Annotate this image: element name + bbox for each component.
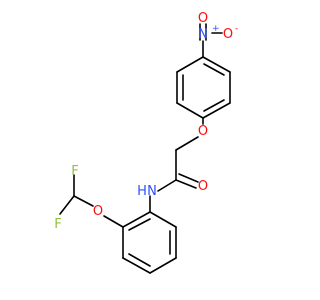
nitro-nitrogen-charge: + xyxy=(212,24,220,34)
bond-chf2-f2 xyxy=(59,195,75,215)
bond-co-double-b xyxy=(178,173,199,183)
amide-nitrogen-label: N xyxy=(147,184,157,199)
bond-co-n xyxy=(157,179,177,192)
fluorine-upper-label: F xyxy=(71,164,78,179)
bond-ether-o-ch2 xyxy=(175,136,199,151)
nitro-oxygen-right-label: O xyxy=(223,27,233,42)
ring1-inner-2 xyxy=(203,99,225,112)
nitro-oxygen-right-charge: - xyxy=(235,24,238,34)
amide-hydrogen-label: H xyxy=(137,184,147,199)
ether-oxygen-label: O xyxy=(198,124,208,139)
molecule-svg: O N + O - O O H N O F F xyxy=(54,11,238,274)
fluorine-lower-label: F xyxy=(54,217,61,232)
nitro-oxygen-top-label: O xyxy=(198,11,208,26)
ring2-inner-3 xyxy=(128,218,151,231)
ring1-bond-6 xyxy=(176,56,204,73)
ring2-inner-2 xyxy=(128,253,151,267)
ring2-bond-6 xyxy=(122,211,151,228)
ring1-bond-1 xyxy=(202,56,231,73)
atom-labels: O N + O - O O H N O F F xyxy=(54,11,238,232)
ring2-bond-3 xyxy=(149,257,177,274)
molecule-structure-diagram: O N + O - O O H N O F F xyxy=(54,11,238,274)
bonds xyxy=(59,23,231,274)
bond-aryl-o-chf2 xyxy=(73,195,94,207)
ring1-bond-4 xyxy=(176,102,204,119)
carbonyl-oxygen-label: O xyxy=(198,179,208,194)
bond-ring2-aryl-o xyxy=(103,215,124,228)
bond-co-double-a xyxy=(175,179,197,189)
nitro-nitrogen-label: N xyxy=(198,27,208,42)
ring2-bond-4 xyxy=(122,257,151,274)
ring1-bond-3 xyxy=(202,102,231,119)
aryl-oxygen-label: O xyxy=(93,204,103,219)
ring2-bond-1 xyxy=(149,211,177,228)
ring1-inner-1 xyxy=(203,63,225,76)
